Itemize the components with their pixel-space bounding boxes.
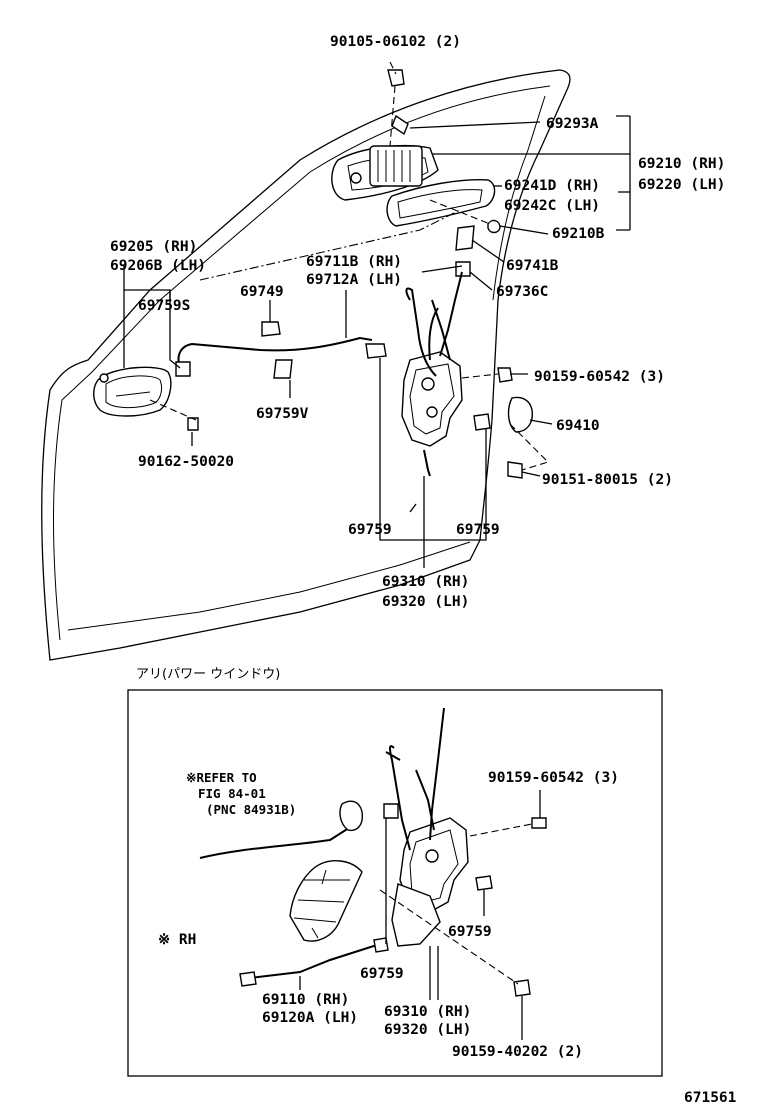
figure-number: 671561 xyxy=(684,1090,737,1106)
label-69242c: 69242C (LH) xyxy=(504,198,600,214)
label-69759s: 69759S xyxy=(138,298,190,314)
label-69205: 69205 (RH) xyxy=(110,239,197,255)
label-69410: 69410 xyxy=(556,418,600,434)
inset-window-motor xyxy=(239,860,389,987)
label-69712a: 69712A (LH) xyxy=(306,272,402,288)
door-outline xyxy=(41,69,571,661)
inset-leader-lines xyxy=(299,790,541,1040)
label-69210-rh: 69210 (RH) xyxy=(638,156,725,172)
inset-refer-2: FIG 84-01 xyxy=(198,786,266,801)
label-69736c: 69736C xyxy=(496,284,548,300)
label-69210b: 69210B xyxy=(552,226,605,242)
inset-cable xyxy=(199,800,363,859)
main-part-labels: 90105-06102 (2) 69293A 69210 (RH) 69220 … xyxy=(110,34,725,610)
label-69759-left: 69759 xyxy=(348,522,392,538)
door-lock-assembly xyxy=(401,271,463,477)
inset-label-69759-b: 69759 xyxy=(360,966,404,982)
inset-label-69110: 69110 (RH) xyxy=(262,992,349,1008)
inset-refer-3: (PNC 84931B) xyxy=(206,802,296,817)
label-69749: 69749 xyxy=(240,284,284,300)
label-69711b: 69711B (RH) xyxy=(306,254,402,270)
door-inside-handle xyxy=(93,366,172,417)
label-90162: 90162-50020 xyxy=(138,454,234,470)
inset-refer-1: ※REFER TO xyxy=(186,770,257,785)
label-90105: 90105-06102 (2) xyxy=(330,34,461,50)
inset-rh-note: ※ RH xyxy=(158,932,196,948)
inset-label-69120a: 69120A (LH) xyxy=(262,1010,358,1026)
inset-lock-assembly xyxy=(383,707,547,997)
inset-label-90159-60542: 90159-60542 (3) xyxy=(488,770,619,786)
label-69241d: 69241D (RH) xyxy=(504,178,600,194)
inside-handle-assembly xyxy=(331,114,501,277)
label-69759v: 69759V xyxy=(256,406,309,422)
label-90159-60542: 90159-60542 (3) xyxy=(534,369,665,385)
small-fasteners xyxy=(187,69,533,479)
inset-labels: ※REFER TO FIG 84-01 (PNC 84931B) 90159-6… xyxy=(158,770,619,1060)
leader-lines xyxy=(123,61,631,568)
label-69320-lh: 69320 (LH) xyxy=(382,594,469,610)
inset-label-90159-40202: 90159-40202 (2) xyxy=(452,1044,583,1060)
control-cables xyxy=(175,321,387,379)
inset-label-69759-a: 69759 xyxy=(448,924,492,940)
inset-label-69310: 69310 (RH) xyxy=(384,1004,471,1020)
inset-title: アリ(パワー ウインドウ) xyxy=(136,667,280,682)
label-69293a: 69293A xyxy=(546,116,599,132)
inset-frame xyxy=(127,689,663,1077)
label-69759-right: 69759 xyxy=(456,522,500,538)
label-69741b: 69741B xyxy=(506,258,559,274)
label-90151: 90151-80015 (2) xyxy=(542,472,673,488)
label-69310-rh: 69310 (RH) xyxy=(382,574,469,590)
label-69220-lh: 69220 (LH) xyxy=(638,177,725,193)
inset-label-69320: 69320 (LH) xyxy=(384,1022,471,1038)
label-69206b: 69206B (LH) xyxy=(110,258,206,274)
